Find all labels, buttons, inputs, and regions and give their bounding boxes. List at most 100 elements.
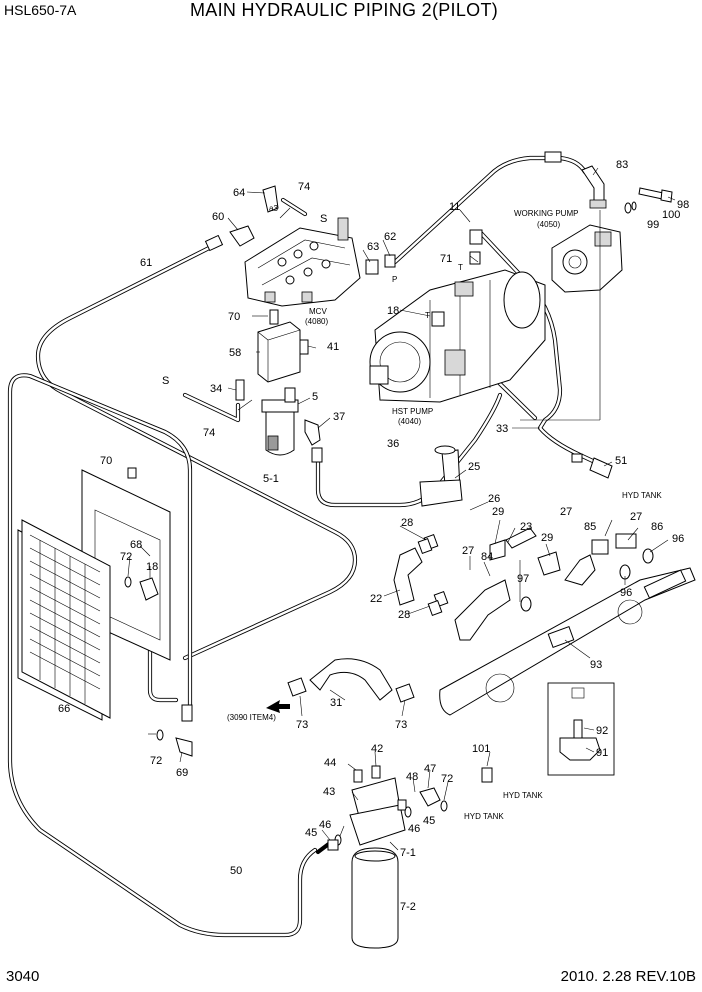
part-label: 71 <box>440 253 452 265</box>
part-label: 34 <box>210 383 222 395</box>
part-label: 26 <box>488 493 500 505</box>
working-pump <box>551 224 623 293</box>
part-label: 84 <box>481 551 493 563</box>
part-label: 25 <box>468 461 480 473</box>
bolt-98 <box>624 187 673 214</box>
caption-t-2: T <box>425 311 430 320</box>
part-label: 58 <box>229 347 241 359</box>
oil-cooler <box>17 467 193 757</box>
part-label: 70 <box>100 455 112 467</box>
part-label: 100 <box>662 209 680 221</box>
part-label: 62 <box>384 231 396 243</box>
part-label: 51 <box>615 455 627 467</box>
part-label: 23 <box>520 521 532 533</box>
caption-s-top: S <box>320 213 327 225</box>
model-code: HSL650-7A <box>4 2 77 18</box>
part-label: 70 <box>228 311 240 323</box>
part-label: 85 <box>584 521 596 533</box>
caption-hyd-tank-1: HYD TANK <box>622 491 662 500</box>
part-label: 27 <box>462 545 474 557</box>
part-label: 101 <box>472 743 490 755</box>
part-label: 48 <box>406 771 418 783</box>
part-label: 41 <box>327 341 339 353</box>
caption-a3: a3 <box>269 204 278 213</box>
caption-hst-code: (4040) <box>398 417 421 426</box>
part-label: 96 <box>620 587 632 599</box>
part-label: 33 <box>496 423 508 435</box>
caption-mcv-code: (4080) <box>305 317 328 326</box>
part-label: 36 <box>387 438 399 450</box>
caption-mcv: MCV <box>309 307 327 316</box>
part-label: 45 <box>305 827 317 839</box>
part-label: 5 <box>312 391 318 403</box>
part-label: 42 <box>371 743 383 755</box>
part-label: 73 <box>296 719 308 731</box>
part-label: 43 <box>323 786 335 798</box>
part-label: 72 <box>441 773 453 785</box>
part-label: 50 <box>230 865 242 877</box>
part-label: 28 <box>401 517 413 529</box>
part-label: 37 <box>333 411 345 423</box>
part-label: 7-1 <box>400 847 416 859</box>
part-label: 18 <box>146 561 158 573</box>
part-label: 99 <box>647 219 659 231</box>
caption-s-left: S <box>162 375 169 387</box>
part-label: 44 <box>324 757 336 769</box>
part-label: 92 <box>596 725 608 737</box>
part-label: 73 <box>395 719 407 731</box>
arrow-left-icon <box>266 700 290 713</box>
fitting-83 <box>581 165 607 209</box>
part-label: 18 <box>387 305 399 317</box>
part-label: 69 <box>176 767 188 779</box>
part-label: 22 <box>370 593 382 605</box>
part-label: 29 <box>492 506 504 518</box>
mcv-valve <box>244 217 361 307</box>
caption-t-1: T <box>458 263 463 272</box>
part-label: 11 <box>449 201 460 213</box>
part-label: 46 <box>408 823 420 835</box>
part-label: 72 <box>120 551 132 563</box>
part-label: 7-2 <box>400 901 416 913</box>
part-label: 5-1 <box>263 473 279 485</box>
caption-working-code: (4050) <box>537 220 560 229</box>
part-label: 60 <box>212 211 224 223</box>
part-label: 96 <box>672 533 684 545</box>
caption-p: P <box>392 275 397 284</box>
part-label: 83 <box>616 159 628 171</box>
part-label: 97 <box>517 573 529 585</box>
caption-hyd-tank-3: HYD TANK <box>464 812 504 821</box>
part-label: 29 <box>541 532 553 544</box>
page-title: MAIN HYDRAULIC PIPING 2(PILOT) <box>190 0 499 20</box>
part-label: 28 <box>398 609 410 621</box>
part-label: 72 <box>150 755 162 767</box>
part-label: 68 <box>130 539 142 551</box>
page-number: 3040 <box>6 968 40 985</box>
part-label: 64 <box>233 187 245 199</box>
part-label: 27 <box>560 506 572 518</box>
fittings-upper <box>204 151 613 479</box>
caption-ref-item: (3090 ITEM4) <box>227 713 276 722</box>
part-label: 98 <box>677 199 689 211</box>
inset-box <box>547 682 615 776</box>
part-label: 31 <box>330 697 342 709</box>
lower-filter <box>327 765 493 949</box>
revision-date: 2010. 2.28 REV.10B <box>560 968 696 985</box>
hst-pump <box>369 269 546 403</box>
part-label: 45 <box>423 815 435 827</box>
pilot-filter <box>235 309 323 463</box>
part-label: 74 <box>298 181 310 193</box>
part-label: 47 <box>424 763 436 775</box>
caption-hyd-tank-2: HYD TANK <box>503 791 543 800</box>
part-label: 46 <box>319 819 331 831</box>
caption-hst-pump: HST PUMP <box>392 407 433 416</box>
part-label: 93 <box>590 659 602 671</box>
part-label: 74 <box>203 427 215 439</box>
part-label: 63 <box>367 241 379 253</box>
part-label: 91 <box>596 747 608 759</box>
part-label: 66 <box>58 703 70 715</box>
part-label: 27 <box>630 511 642 523</box>
part-label: 86 <box>651 521 663 533</box>
caption-working-pump: WORKING PUMP <box>514 209 578 218</box>
part-label: 61 <box>140 257 152 269</box>
